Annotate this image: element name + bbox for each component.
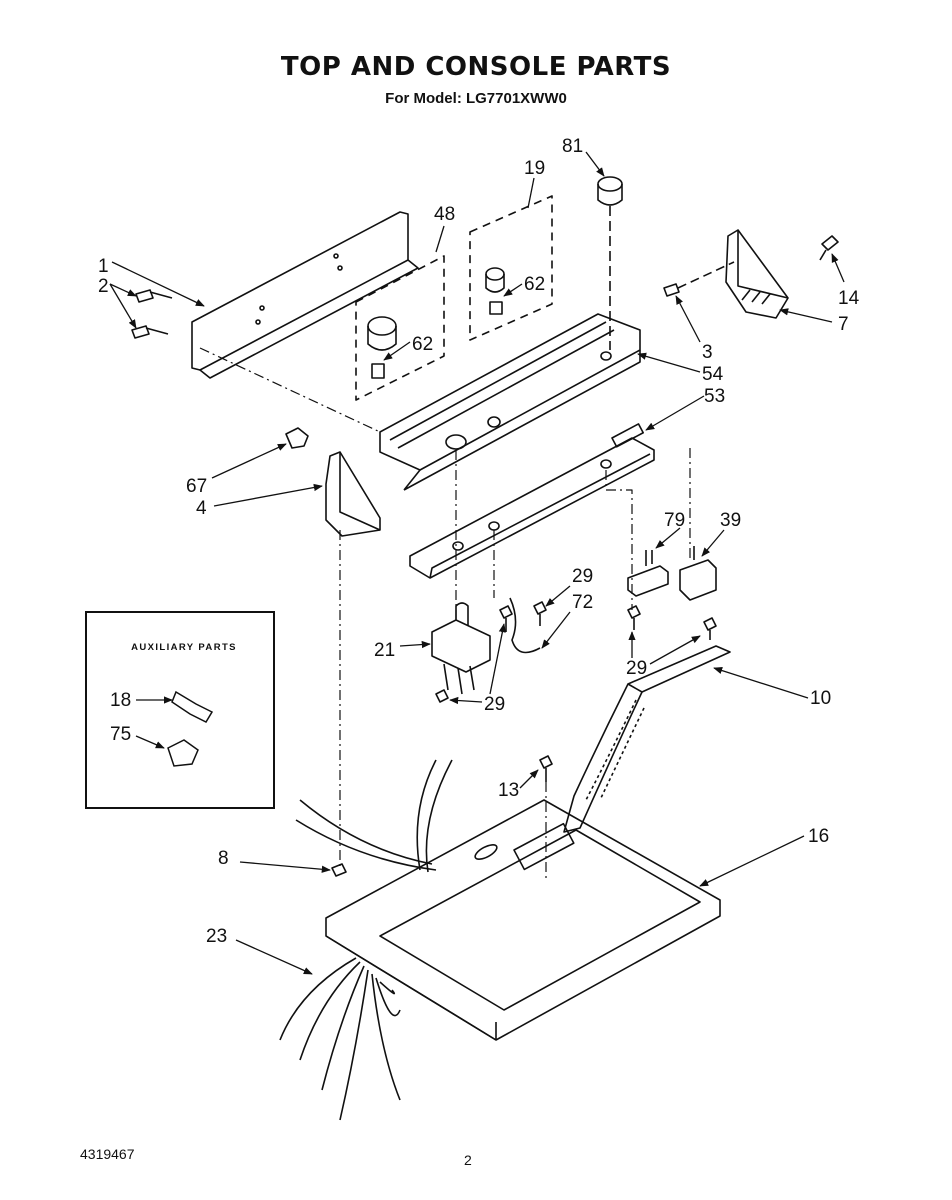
callout-4: 4 [196,498,207,519]
end-bracket-part [725,229,789,319]
model-subtitle: For Model: LG7701XWW0 [385,90,567,107]
callout-79: 79 [664,510,685,531]
callout-29-c: 29 [626,658,647,679]
screw-part-2 [131,289,173,339]
callout-62-a: 62 [524,274,545,295]
knob-part-48 [355,255,445,401]
callout-29-a: 29 [572,566,593,587]
console-base-part [409,423,655,579]
switch-part-79 [627,550,669,597]
alignment-lines [199,347,691,880]
callout-19: 19 [524,158,545,179]
screw-part-13 [539,755,553,782]
knob-part-19 [469,195,553,341]
callout-16: 16 [808,826,829,847]
page-number: 2 [464,1152,472,1168]
callout-18: 18 [110,690,131,711]
auxiliary-parts-title: AUXILIARY PARTS [131,642,237,653]
callout-10: 10 [810,688,831,709]
control-panel-part-10 [563,645,731,833]
callout-8: 8 [218,848,229,869]
callout-13: 13 [498,780,519,801]
console-top-part [379,313,641,491]
callout-72: 72 [572,592,593,613]
callout-2: 2 [98,276,109,297]
document-number: 4319467 [80,1146,135,1162]
callout-14: 14 [838,288,860,309]
knob-part-81 [597,176,623,350]
callout-39: 39 [720,510,741,531]
callout-3: 3 [702,342,713,363]
callout-75: 75 [110,724,131,745]
callout-29-b: 29 [484,694,505,715]
connector-part-75 [167,739,199,767]
screw-part-29 [435,605,717,703]
callout-23: 23 [206,926,227,947]
switch-part-39 [679,546,717,601]
callout-labels: 1 2 48 19 81 62 62 14 7 3 54 53 67 4 79 … [98,136,860,947]
callout-54: 54 [702,364,724,385]
leader-lines [109,151,845,975]
callout-62-b: 62 [412,334,433,355]
screw-part-72 [509,597,547,654]
timer-part-21 [431,602,491,695]
terminal-part-18 [171,690,214,723]
callout-53: 53 [704,386,725,407]
callout-7: 7 [838,314,849,335]
rear-bracket-part [191,211,419,379]
callout-67: 67 [186,476,207,497]
main-top-part-16 [325,799,721,1041]
wire-harness-part-23 [279,759,453,1121]
callout-48: 48 [434,204,455,225]
screw-part-14 [819,235,839,261]
screw-part-3 [663,261,735,297]
end-cap-part [325,451,381,537]
callout-1: 1 [98,256,109,277]
callout-21: 21 [374,640,395,661]
callout-81: 81 [562,136,583,157]
clip-part-67 [285,427,309,449]
page-title: TOP AND CONSOLE PARTS [280,52,672,82]
clip-part-8 [331,863,347,877]
